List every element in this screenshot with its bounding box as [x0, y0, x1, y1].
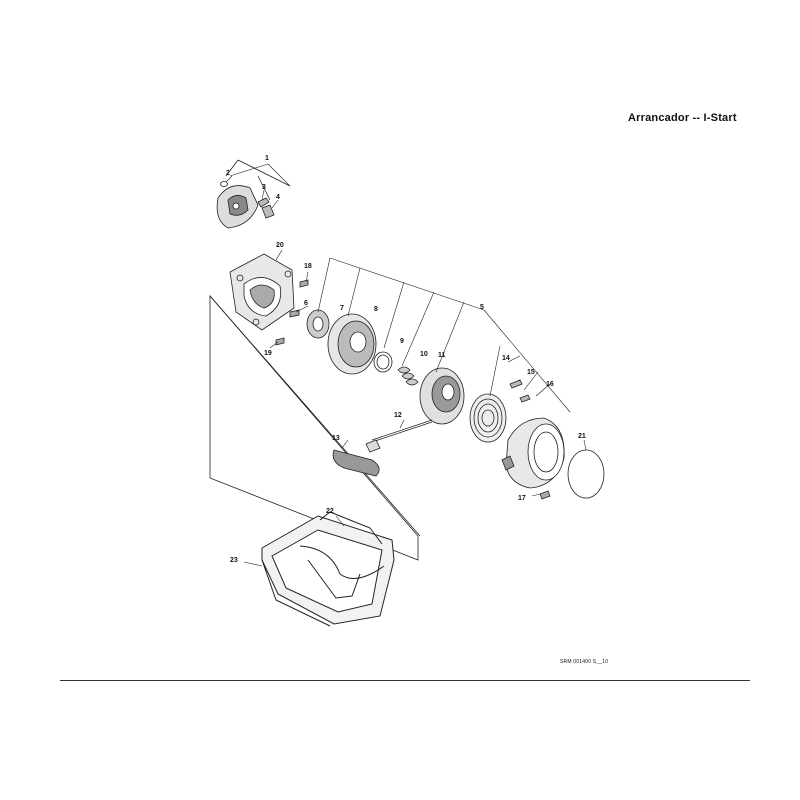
part-spring	[397, 366, 419, 386]
part-ring	[373, 351, 393, 373]
part-housing	[229, 253, 295, 331]
callout-19: 19	[264, 350, 272, 357]
callout-1: 1	[265, 155, 269, 162]
callout-18: 18	[304, 263, 312, 270]
part-handle-frame	[261, 511, 395, 627]
callout-9: 9	[400, 338, 404, 345]
page-title: Arrancador -- I-Start	[628, 112, 737, 124]
callout-6: 6	[304, 300, 308, 307]
part-rotor-assembly	[216, 159, 291, 229]
part-recoil-spring	[469, 393, 507, 443]
callout-17: 17	[518, 495, 526, 502]
part-cover-screw	[539, 490, 551, 500]
callout-16: 16	[546, 381, 554, 388]
leader-lines	[225, 163, 587, 567]
callout-20: 20	[276, 242, 284, 249]
callout-7: 7	[340, 305, 344, 312]
callout-13: 13	[332, 435, 340, 442]
callout-22: 22	[326, 508, 334, 515]
callout-15: 15	[527, 369, 535, 376]
part-pulley	[327, 313, 377, 375]
callout-8: 8	[374, 306, 378, 313]
part-handle	[332, 439, 381, 477]
part-gasket	[567, 449, 605, 499]
callout-numbers: 1 2 3 4 5 6 7 8 9 10 11 12 13 14 15 16 1…	[226, 155, 586, 564]
callout-11: 11	[438, 352, 446, 359]
callout-14: 14	[502, 355, 510, 362]
callout-4: 4	[276, 194, 280, 201]
part-reel	[419, 367, 465, 425]
part-rope	[371, 419, 433, 443]
part-cam	[306, 309, 330, 339]
callout-23: 23	[230, 557, 238, 564]
callout-21: 21	[578, 433, 586, 440]
callout-10: 10	[420, 351, 428, 358]
callout-5: 5	[480, 304, 484, 311]
footer-divider	[60, 680, 750, 681]
part-pins	[509, 379, 531, 403]
part-cover	[501, 417, 565, 489]
callout-12: 12	[394, 412, 402, 419]
reference-code: SRM 001400 S__10	[560, 659, 609, 665]
callout-2: 2	[226, 170, 230, 177]
callout-3: 3	[262, 184, 266, 191]
